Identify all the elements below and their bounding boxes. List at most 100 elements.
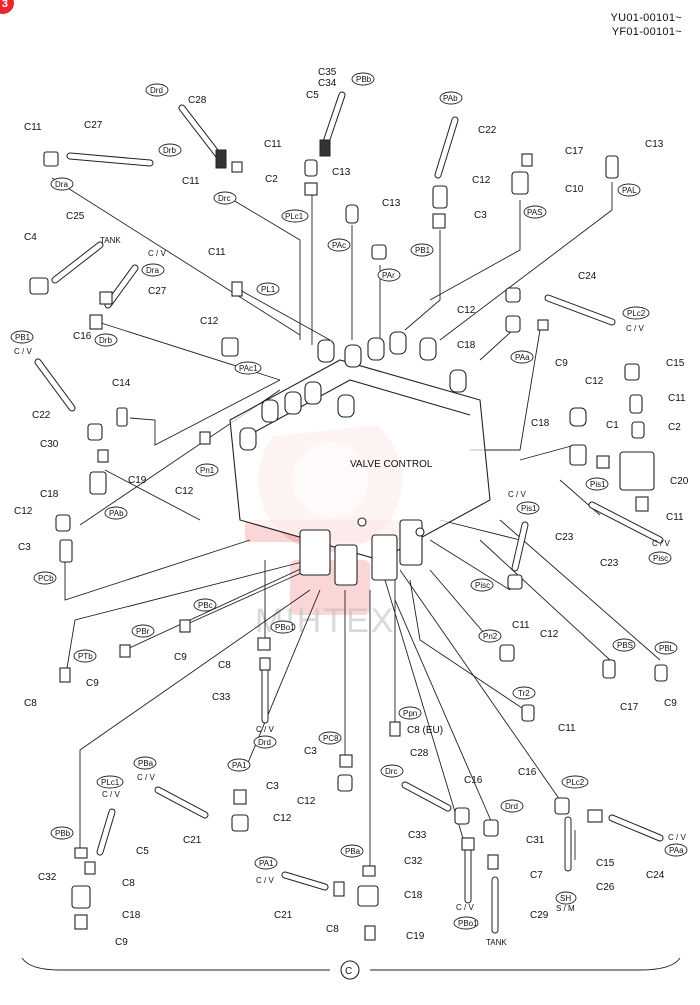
spool-caps <box>239 331 467 451</box>
part-label: C3 <box>304 746 317 757</box>
part-label: C33 <box>212 692 231 703</box>
part-label: C8 <box>122 878 135 889</box>
port-bubble-label: PBr <box>136 627 150 636</box>
part-label: C23 <box>555 532 574 543</box>
port-bubble-label: PBo1 <box>458 919 478 928</box>
part-label: C / V <box>256 725 274 734</box>
part-label: C11 <box>208 247 226 258</box>
part-label: C18 <box>122 910 141 921</box>
part-label: C28 <box>410 748 429 759</box>
part-label: C28 <box>188 95 207 106</box>
port-bubble-label: Tr2 <box>518 689 530 698</box>
part-label: C11 <box>512 620 530 631</box>
part-label: C19 <box>406 931 425 942</box>
part-label: TANK <box>100 236 121 245</box>
part-label: C / V <box>652 539 670 548</box>
valve-control-label: VALVE CONTROL <box>350 459 433 470</box>
part-label: C11 <box>24 122 42 133</box>
port-bubble-label: PTb <box>78 652 93 661</box>
part-label: C / V <box>456 903 474 912</box>
part-label: C15 <box>666 358 685 369</box>
part-label: C21 <box>183 835 202 846</box>
hose-assemblies <box>34 91 664 934</box>
part-label: C19 <box>128 475 147 486</box>
part-label: C12 <box>457 305 476 316</box>
part-label: C4 <box>24 232 37 243</box>
part-label: C2 <box>668 422 681 433</box>
part-label: C25 <box>66 211 85 222</box>
part-label: C13 <box>332 167 351 178</box>
port-bubbles: PBb Drd Drb Dra Drc PLc1 PAb PAc PB1 PAS… <box>10 72 688 930</box>
part-labels: C11 C27 C28 C35 C34 C5 C11 C2 C13 C13 C2… <box>14 67 689 948</box>
serial-range-yu01: YU01-00101~ <box>610 12 682 24</box>
part-label: C13 <box>382 198 401 209</box>
part-label: C12 <box>14 506 33 517</box>
part-label: C12 <box>297 796 316 807</box>
part-label: C8 <box>326 924 339 935</box>
part-label: C24 <box>646 870 665 881</box>
part-label: C35 <box>318 67 337 78</box>
part-label: C8 <box>218 660 231 671</box>
port-bubble-label: PBL <box>659 644 675 653</box>
part-label: C / V <box>256 876 274 885</box>
part-label: C12 <box>175 486 194 497</box>
port-bubble-label: PBb <box>356 75 372 84</box>
port-bubble-label: PC8 <box>323 734 339 743</box>
watermark-text: MIHTEX <box>255 602 395 640</box>
part-label: C10 <box>565 184 584 195</box>
part-label: C24 <box>578 271 597 282</box>
part-label: C11 <box>264 139 282 150</box>
part-label: C32 <box>38 872 57 883</box>
part-label: C / V <box>668 833 686 842</box>
port-bubble-label: PL1 <box>261 285 276 294</box>
port-bubble-label: PBS <box>617 641 633 650</box>
port-bubble-label: Drc <box>218 194 230 203</box>
part-label: C20 <box>670 476 689 487</box>
part-label: C14 <box>112 378 131 389</box>
part-label: C8 <box>24 698 37 709</box>
part-label: C / V <box>148 249 166 258</box>
port-bubble-label: Pisc <box>653 554 668 563</box>
part-label: C / V <box>102 790 120 799</box>
port-bubble-label: PA1 <box>259 859 274 868</box>
part-label: C12 <box>200 316 219 327</box>
part-label: C9 <box>115 937 128 948</box>
part-label: C32 <box>404 856 423 867</box>
part-label: TANK <box>486 938 507 947</box>
port-bubble-label: Pis1 <box>590 480 606 489</box>
part-label: C16 <box>518 767 537 778</box>
part-label: C33 <box>408 830 427 841</box>
port-bubble-label: Ppn <box>403 709 417 718</box>
serial-range-yf01: YF01-00101~ <box>611 26 682 38</box>
part-label: C9 <box>174 652 187 663</box>
port-bubble-label: Pisc <box>475 581 490 590</box>
port-bubble-label: Drb <box>163 146 176 155</box>
page-corner-badge: 3 <box>0 0 14 14</box>
part-label: C11 <box>668 393 686 404</box>
part-label: C27 <box>148 286 167 297</box>
port-bubble-label: PAL <box>622 186 637 195</box>
part-label: C18 <box>404 890 423 901</box>
part-label: C1 <box>606 420 619 431</box>
port-bubble-label: PB1 <box>15 333 31 342</box>
port-bubble-label: Pn1 <box>200 466 215 475</box>
part-label: C12 <box>540 629 559 640</box>
port-bubble-label: Dra <box>55 180 68 189</box>
port-bubble-label: PB1 <box>415 246 431 255</box>
part-label: C22 <box>478 125 497 136</box>
part-label: C16 <box>464 775 483 786</box>
part-label: C8 (EU) <box>407 725 443 736</box>
part-label: C5 <box>306 90 319 101</box>
port-bubble-label: Drc <box>385 767 397 776</box>
part-label: C16 <box>73 331 92 342</box>
port-bubble-label: PAb <box>109 509 124 518</box>
part-label: S / M <box>556 904 575 913</box>
part-label: C / V <box>137 773 155 782</box>
part-label: C34 <box>318 78 337 89</box>
part-label: C11 <box>558 723 576 734</box>
part-label: C21 <box>274 910 293 921</box>
part-label: C3 <box>18 542 31 553</box>
port-bubble-label: Pis1 <box>521 504 537 513</box>
port-bubble-label: PAr <box>382 271 395 280</box>
